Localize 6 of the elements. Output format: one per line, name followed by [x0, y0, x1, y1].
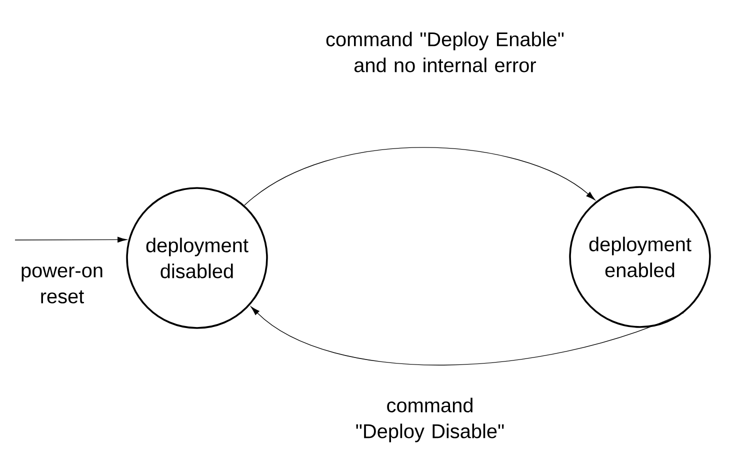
- edge-label: power-on reset: [22, 266, 102, 304]
- arrow: [250, 306, 684, 366]
- edge-label: command "Deploy Enable" and no internal error: [326, 32, 564, 72]
- edge-label: command "Deploy Disable": [356, 398, 504, 442]
- arrow: [14, 236, 127, 242]
- arrow: [244, 147, 596, 206]
